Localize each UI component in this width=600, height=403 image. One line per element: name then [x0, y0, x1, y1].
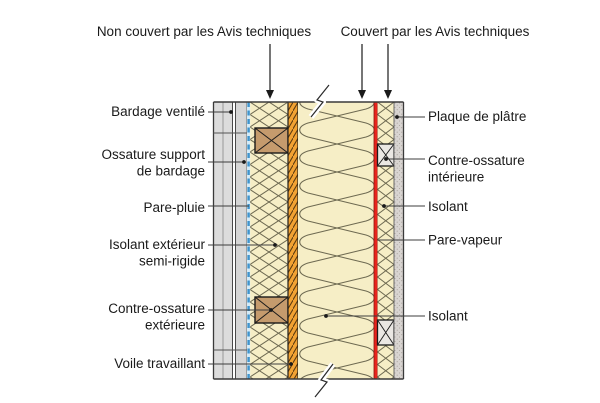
label-isolant-exterieur-l1: Isolant extérieur — [109, 237, 206, 252]
down-arrow-icon — [266, 44, 274, 99]
label-isolant-interieur: Isolant — [428, 199, 468, 214]
break-symbol-top — [308, 83, 332, 119]
label-pare-vapeur: Pare-vapeur — [428, 233, 503, 248]
voile-hatch — [288, 102, 298, 379]
leader-dot — [229, 110, 233, 114]
label-bardage-ventile: Bardage ventilé — [111, 104, 205, 119]
label-contre-ossature-int-l2: intérieure — [428, 170, 484, 185]
labels: Non couvert par les Avis techniques Couv… — [97, 24, 530, 371]
leader-dot — [384, 157, 388, 161]
label-plaque-de-platre: Plaque de plâtre — [428, 109, 526, 124]
wall-section — [212, 83, 405, 399]
leader-dot — [269, 308, 273, 312]
label-contre-ossature-ext-l2: extérieure — [145, 318, 205, 333]
label-voile-travaillant: Voile travaillant — [114, 356, 205, 371]
break-symbol-bottom — [312, 362, 336, 399]
leader-dot — [242, 160, 246, 164]
down-arrow-icon — [358, 44, 366, 99]
contre-ossature-interieure-block-1 — [376, 143, 395, 167]
layer-pare-vapeur — [374, 102, 378, 379]
contre-ossature-interieure-block-2 — [376, 319, 395, 346]
down-arrow-icon — [384, 44, 392, 99]
top-label-couvert: Couvert par les Avis techniques — [341, 24, 530, 39]
leader-dot — [324, 314, 328, 318]
label-pare-pluie: Pare-pluie — [143, 200, 205, 215]
leader-dot — [273, 243, 277, 247]
label-ossature-support-l1: Ossature support — [101, 147, 205, 162]
annotation-arrows — [266, 44, 392, 99]
leader-dot — [289, 362, 293, 366]
leader-dot — [395, 115, 399, 119]
leader-lines — [208, 110, 425, 366]
isolant-central-hatch — [298, 102, 374, 379]
label-ossature-support-l2: de bardage — [137, 164, 205, 179]
label-contre-ossature-ext-l1: Contre-ossature — [108, 301, 205, 316]
leader-dot — [382, 204, 386, 208]
label-isolant-central: Isolant — [428, 309, 468, 324]
layer-ossature-support — [236, 102, 247, 379]
contre-ossature-exterieure-block-1 — [254, 127, 289, 154]
label-contre-ossature-int-l1: Contre-ossature — [428, 153, 525, 168]
top-label-non-couvert: Non couvert par les Avis techniques — [97, 24, 312, 39]
label-isolant-exterieur-l2: semi-rigide — [139, 254, 205, 269]
